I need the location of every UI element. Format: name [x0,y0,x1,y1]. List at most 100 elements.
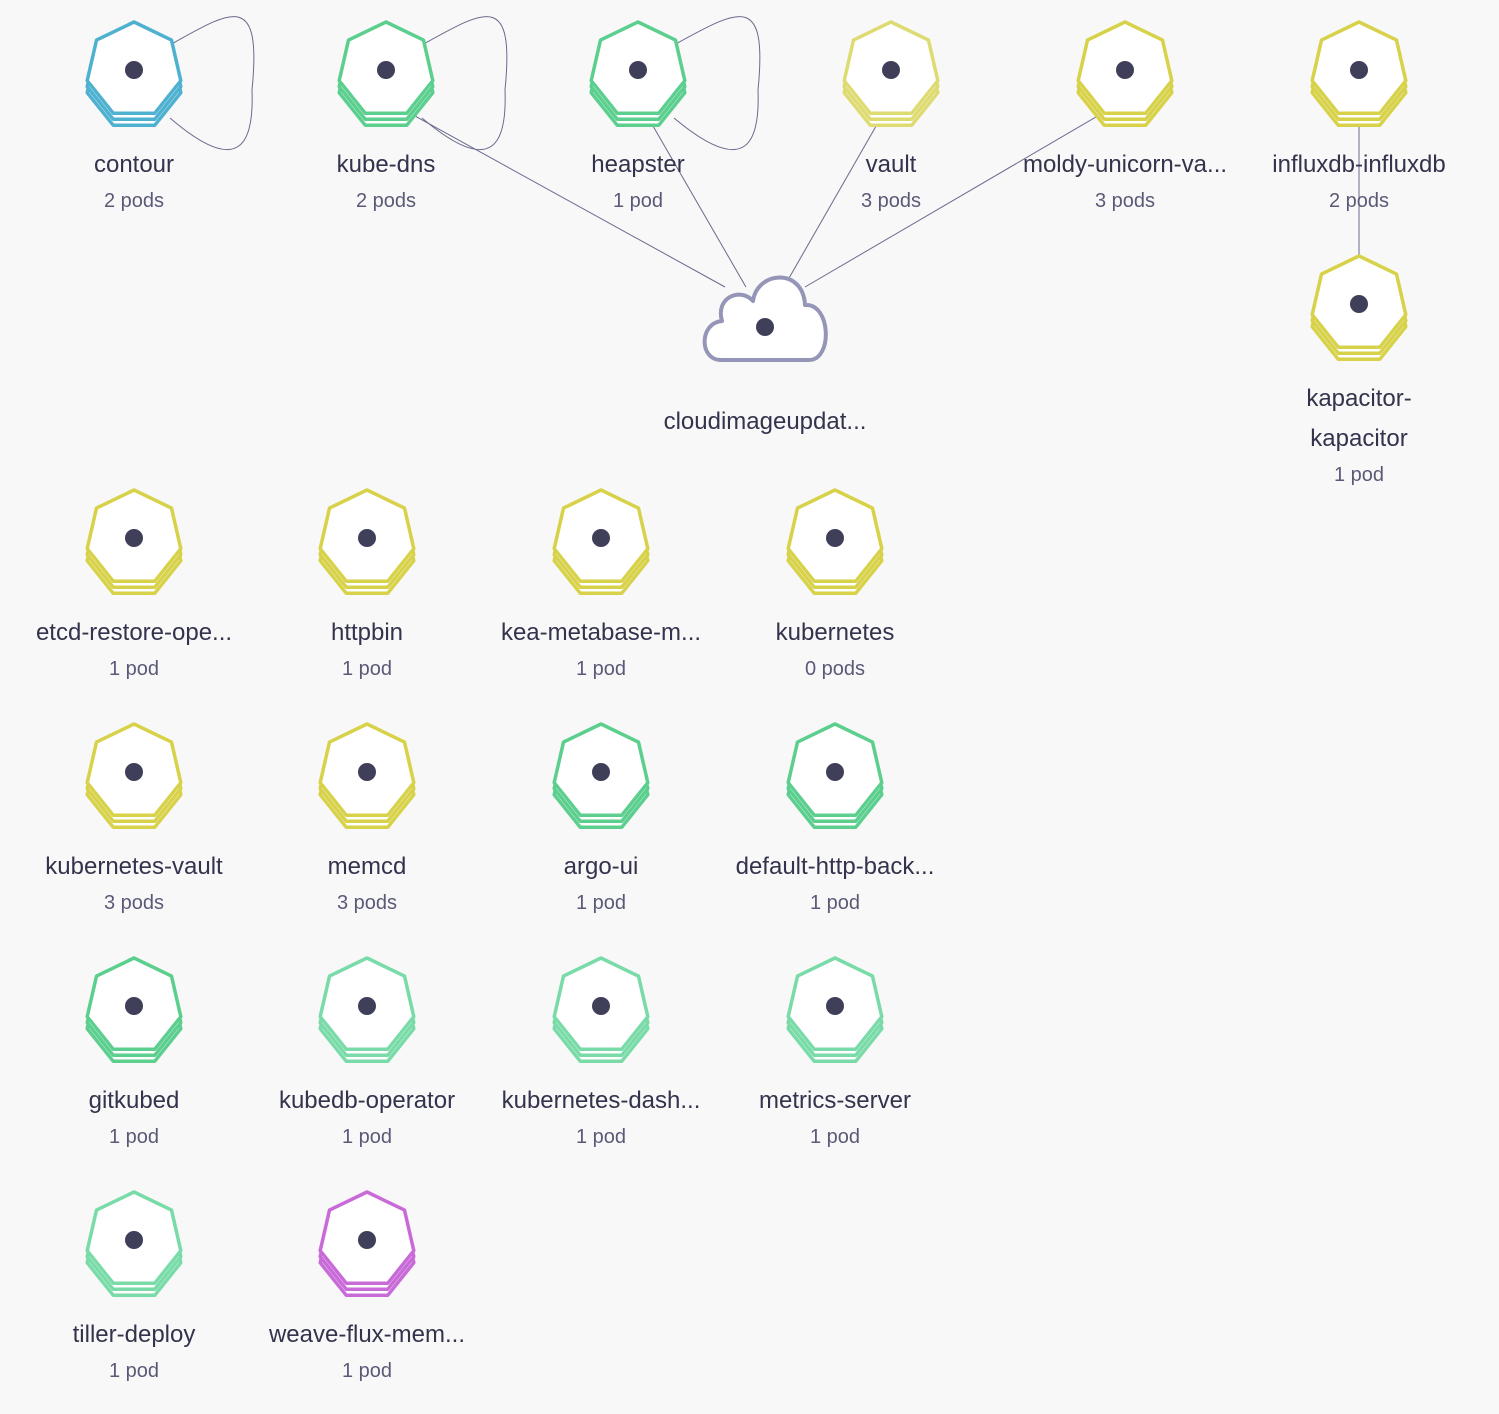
node-moldy-unicorn-va[interactable]: moldy-unicorn-va... 3 pods [1023,20,1227,212]
service-stack-icon [589,20,687,127]
node-vault[interactable]: vault 3 pods [842,20,940,212]
node-pod-count: 2 pods [104,190,164,212]
node-center-dot [358,529,376,547]
node-pod-count: 2 pods [356,190,416,212]
node-center-dot [1350,295,1368,313]
service-stack-icon [318,956,416,1063]
edge-kube-dns-to-cloudimageupdat [385,99,726,288]
node-default-http-back[interactable]: default-http-back... 1 pod [736,722,935,914]
service-stack-icon [786,722,884,829]
node-heapster[interactable]: heapster 1 pod [589,20,687,212]
node-pod-count: 1 pod [1334,464,1384,486]
node-pod-count: 1 pod [613,190,663,212]
service-stack-icon [786,488,884,595]
node-center-dot [1116,61,1134,79]
node-label: weave-flux-mem... [268,1321,465,1348]
node-center-dot [358,997,376,1015]
node-contour[interactable]: contour 2 pods [85,20,183,212]
node-center-dot [826,997,844,1015]
service-stack-icon [85,1190,183,1297]
service-stack-icon [318,1190,416,1297]
node-label: httpbin [331,619,403,646]
service-stack-icon [337,20,435,127]
service-stack-icon [552,722,650,829]
service-stack-icon [85,722,183,829]
node-argo-ui[interactable]: argo-ui1 pod [552,722,650,914]
node-pod-count: 1 pod [810,1126,860,1148]
node-label: default-http-back... [736,853,935,880]
node-label: gitkubed [89,1087,180,1114]
node-center-dot [756,318,774,336]
node-kubernetes-dash[interactable]: kubernetes-dash... 1 pod [502,956,701,1148]
cloud-icon [702,275,828,362]
node-label: tiller-deploy [73,1321,196,1348]
node-pod-count: 1 pod [109,1360,159,1382]
node-pod-count: 1 pod [342,658,392,680]
node-label: influxdb-influxdb [1272,151,1445,178]
node-kubernetes-vault[interactable]: kubernetes-vault 3 pods [45,722,223,914]
service-stack-icon [786,956,884,1063]
node-label: kapacitor- [1306,385,1411,412]
node-center-dot [592,529,610,547]
service-stack-icon [1076,20,1174,127]
node-label: kube-dns [337,151,436,178]
node-center-dot [377,61,395,79]
node-kapacitor-kapacitor[interactable]: kapacitor-kapacitor 1 pod [1306,254,1412,486]
node-label: moldy-unicorn-va... [1023,151,1227,178]
node-center-dot [1350,61,1368,79]
service-stack-icon [85,488,183,595]
node-label: heapster [591,151,684,178]
node-pod-count: 1 pod [576,1126,626,1148]
edge-heapster-to-cloudimageupdat [637,99,747,288]
edges-layer [167,16,1360,304]
node-center-dot [125,61,143,79]
node-pod-count: 1 pod [342,1126,392,1148]
node-etcd-restore-ope[interactable]: etcd-restore-ope...1 pod [36,488,232,680]
node-label: kubedb-operator [279,1087,455,1114]
service-stack-icon [85,20,183,127]
node-pod-count: 1 pod [576,658,626,680]
node-label: kapacitor [1310,425,1407,452]
service-stack-icon [318,722,416,829]
node-label: kubernetes-dash... [502,1087,701,1114]
node-cloudimageupdat[interactable]: cloudimageupdat... [664,275,867,436]
node-pod-count: 1 pod [576,892,626,914]
service-stack-icon [1310,20,1408,127]
node-pod-count: 2 pods [1329,190,1389,212]
node-weave-flux-mem[interactable]: weave-flux-mem...1 pod [268,1190,465,1382]
edge-vault-to-cloudimageupdat [783,99,892,288]
node-kube-dns[interactable]: kube-dns 2 pods [337,20,436,212]
service-stack-icon [552,488,650,595]
node-label: cloudimageupdat... [664,408,867,435]
service-stack-icon [1310,254,1408,361]
node-label: kubernetes-vault [45,853,223,880]
node-influxdb-influxdb[interactable]: influxdb-influxdb 2 pods [1272,20,1446,212]
node-label: kea-metabase-m... [501,619,701,646]
node-kubedb-operator[interactable]: kubedb-operator 1 pod [279,956,455,1148]
node-center-dot [592,763,610,781]
node-httpbin[interactable]: httpbin 1 pod [318,488,416,680]
node-center-dot [358,1231,376,1249]
node-pod-count: 3 pods [1095,190,1155,212]
node-label: kubernetes [776,619,895,646]
node-center-dot [826,763,844,781]
service-stack-icon [552,956,650,1063]
node-pod-count: 3 pods [104,892,164,914]
node-center-dot [125,1231,143,1249]
node-pod-count: 3 pods [861,190,921,212]
node-tiller-deploy[interactable]: tiller-deploy 1 pod [73,1190,196,1382]
node-label: contour [94,151,174,178]
node-center-dot [826,529,844,547]
service-stack-icon [318,488,416,595]
edge-heapster-to-heapster [671,16,761,151]
node-center-dot [125,997,143,1015]
node-label: vault [866,151,917,178]
edge-moldy-unicorn-va-to-cloudimageupdat [804,99,1126,288]
node-pod-count: 1 pod [810,892,860,914]
node-kea-metabase-m[interactable]: kea-metabase-m... 1 pod [501,488,701,680]
